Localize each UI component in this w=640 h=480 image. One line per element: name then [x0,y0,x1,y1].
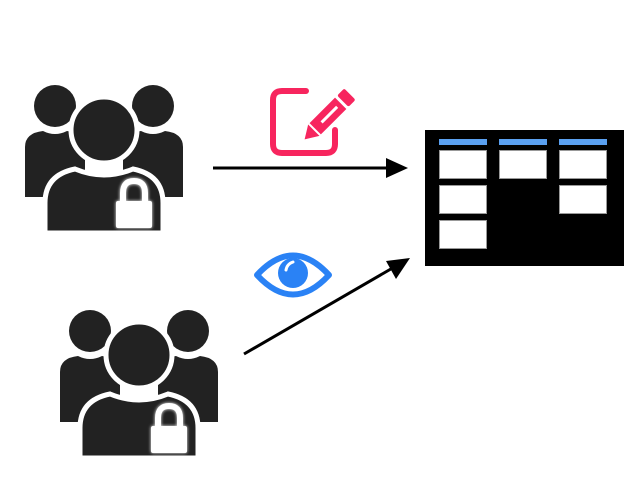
board-card [559,185,607,214]
column-header [559,139,607,145]
board-column [499,139,547,185]
column-header [499,139,547,145]
board-column [559,139,607,220]
board-card [439,150,487,179]
board-column [439,139,487,255]
view-access-arrow [243,258,410,356]
column-header [439,139,487,145]
eye-icon [254,252,332,298]
board-card [559,150,607,179]
board-card [439,185,487,214]
edit-icon [270,88,355,156]
kanban-board [425,130,624,266]
edit-access-arrow [213,158,408,178]
board-card [439,220,487,249]
board-card [499,150,547,179]
